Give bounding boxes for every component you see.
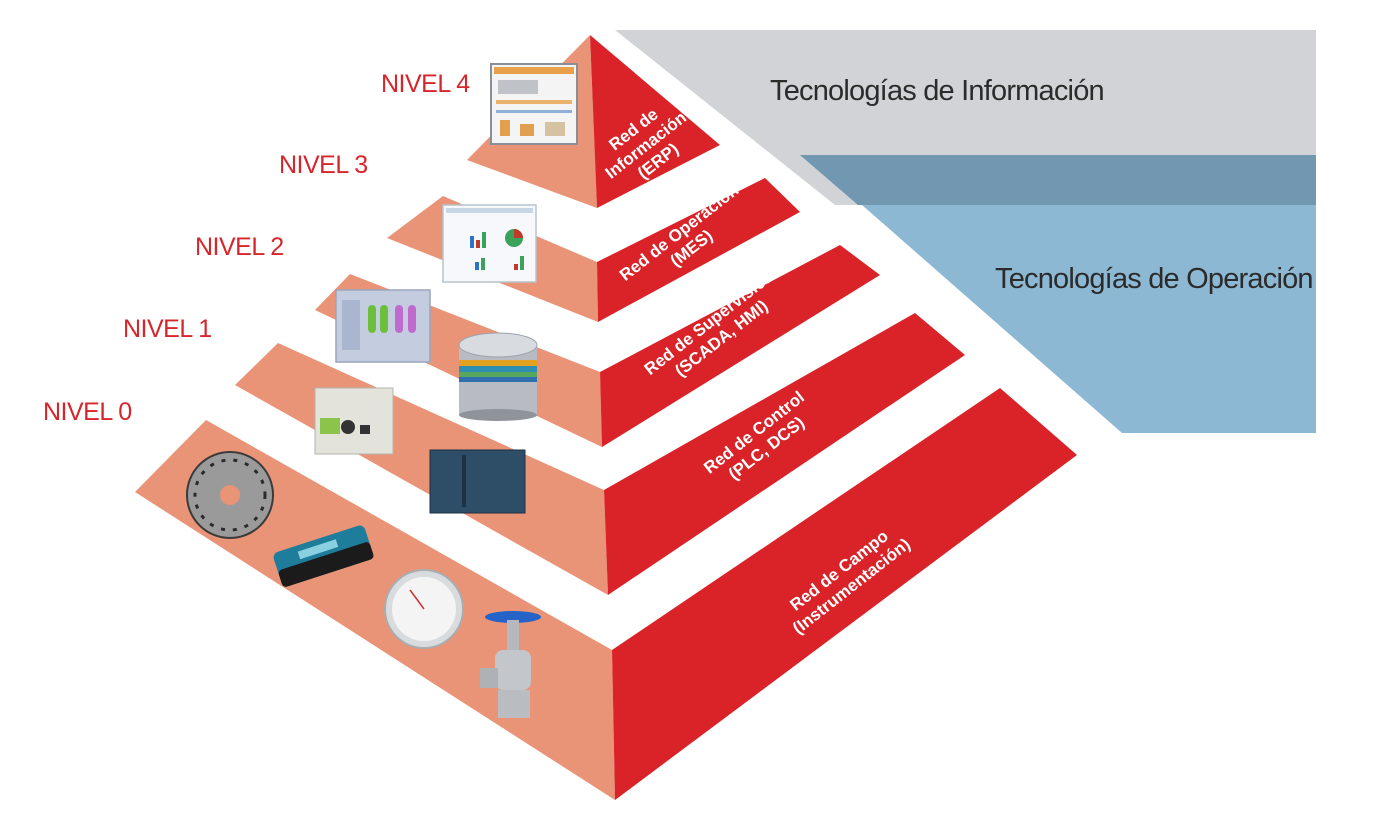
flow-meter-icon [273, 525, 374, 587]
dcs-module-icon [429, 449, 526, 514]
level-2-label: NIVEL 2 [195, 233, 284, 261]
database-server-icon [458, 332, 538, 421]
level-3-label: NIVEL 3 [279, 151, 368, 179]
erp-screenshot-icon [490, 63, 578, 145]
pressure-gauge-icon [384, 569, 464, 649]
ot-region-label: Tecnologías de Operación [995, 263, 1313, 295]
level-1-label: NIVEL 1 [123, 315, 212, 343]
it-ot-overlap-band [800, 155, 1316, 205]
it-region-label: Tecnologías de Información [770, 75, 1104, 107]
ot-region [800, 155, 1316, 433]
level-2-right-face [600, 245, 880, 447]
level-3-right-face [597, 178, 800, 322]
level-4-right-face [590, 35, 720, 208]
plc-controller-icon [314, 387, 394, 455]
level-0-label: NIVEL 0 [43, 398, 132, 426]
turbine-wheel-icon [186, 451, 274, 539]
level-4-label: NIVEL 4 [381, 70, 470, 98]
valve-icon [480, 611, 541, 718]
mes-dashboard-icon [442, 204, 537, 283]
level-1-right-face [604, 313, 965, 595]
scada-hmi-screen-icon [335, 289, 431, 363]
level-0-right-face [612, 388, 1077, 800]
